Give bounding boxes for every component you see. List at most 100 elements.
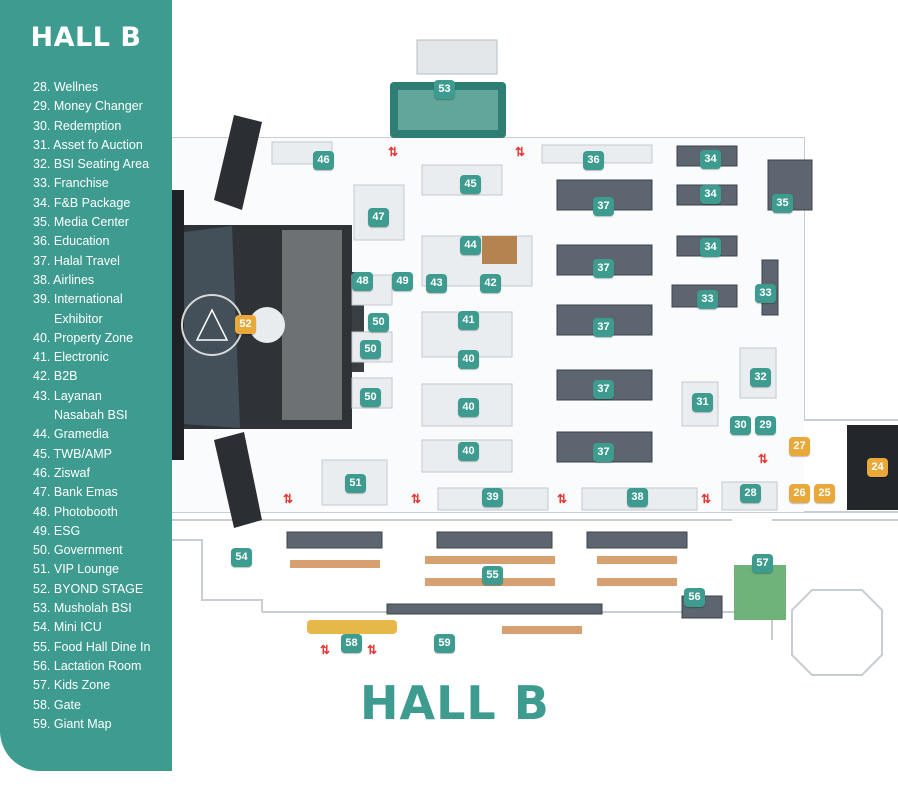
legend-label: Photobooth	[50, 504, 118, 519]
booth-marker[interactable]: 30	[730, 416, 751, 435]
legend-item: 44. Gramedia	[33, 425, 150, 444]
booth-marker[interactable]: 29	[755, 416, 776, 435]
booth-marker[interactable]: 44	[460, 236, 481, 255]
booth-marker[interactable]: 49	[392, 272, 413, 291]
booth-marker[interactable]: 59	[434, 634, 455, 653]
booth-marker[interactable]: 40	[458, 442, 479, 461]
legend-number: 47.	[33, 485, 51, 500]
legend-label: BYOND STAGE	[50, 581, 144, 596]
booth-marker[interactable]: 34	[700, 185, 721, 204]
entry-arrow-icon: ⇅	[701, 492, 711, 506]
booth-marker[interactable]: 48	[352, 272, 373, 291]
legend-item: 55. Food Hall Dine In	[33, 638, 150, 657]
booth-marker[interactable]: 37	[593, 443, 614, 462]
entry-arrow-icon: ⇅	[515, 145, 525, 159]
legend-item: 30. Redemption	[33, 117, 150, 136]
booth-marker[interactable]: 45	[460, 175, 481, 194]
booth-marker[interactable]: 57	[752, 554, 773, 573]
booth-marker[interactable]: 42	[480, 274, 501, 293]
legend-item: 29. Money Changer	[33, 97, 150, 116]
legend-label: Food Hall Dine In	[50, 639, 151, 654]
booth-marker[interactable]: 50	[360, 340, 381, 359]
booth-marker[interactable]: 46	[313, 151, 334, 170]
booth-marker[interactable]: 56	[684, 588, 705, 607]
legend-item: 33. Franchise	[33, 174, 150, 193]
legend-number: 53.	[33, 601, 51, 616]
legend-number: 57.	[33, 678, 51, 693]
booth-marker[interactable]: 31	[692, 393, 713, 412]
legend-item: 53. Musholah BSI	[33, 599, 150, 618]
booth-marker[interactable]: 33	[697, 290, 718, 309]
booth-marker[interactable]: 35	[772, 194, 793, 213]
legend-number: 46.	[33, 465, 51, 480]
legend-item-continued: Nasabah BSI	[54, 408, 128, 423]
stage-wall	[172, 190, 184, 460]
entry-arrow-icon: ⇅	[388, 145, 398, 159]
booth-marker[interactable]: 37	[593, 197, 614, 216]
booth-marker[interactable]: 37	[593, 318, 614, 337]
legend-label: Airlines	[50, 272, 95, 287]
booth-marker[interactable]: 24	[867, 458, 888, 477]
booth-marker[interactable]: 41	[458, 311, 479, 330]
legend-item: 34. F&B Package	[33, 194, 150, 213]
booth-marker[interactable]: 51	[345, 474, 366, 493]
booth-marker[interactable]: 37	[593, 380, 614, 399]
booth-marker[interactable]: 40	[458, 350, 479, 369]
booth-marker[interactable]: 25	[814, 484, 835, 503]
booth-marker[interactable]: 50	[360, 388, 381, 407]
entry-arrow-icon: ⇅	[283, 492, 293, 506]
legend-number: 41.	[33, 350, 51, 365]
booth-marker[interactable]: 53	[434, 80, 455, 99]
legend-label: Halal Travel	[50, 253, 120, 268]
booth-marker[interactable]: 36	[583, 151, 604, 170]
legend-item-continued: Exhibitor	[54, 311, 103, 326]
booth-marker[interactable]: 40	[458, 398, 479, 417]
legend-label: Franchise	[50, 176, 109, 191]
legend-number: 39.	[33, 292, 51, 307]
legend-item: 28. Wellnes	[33, 78, 150, 97]
legend-number: 51.	[33, 562, 51, 577]
stage-screen-bottom	[214, 432, 262, 528]
legend-label: Education	[50, 234, 110, 249]
booth-marker[interactable]: 28	[740, 484, 761, 503]
legend-number: 34.	[33, 195, 51, 210]
booth-marker[interactable]: 34	[700, 150, 721, 169]
booth-marker[interactable]: 27	[789, 437, 810, 456]
legend-number: 45.	[33, 446, 51, 461]
booth-marker[interactable]: 52	[235, 315, 256, 334]
legend-label: Electronic	[50, 350, 109, 365]
booth-marker[interactable]: 34	[700, 238, 721, 257]
entry-arrow-icon: ⇅	[758, 452, 768, 466]
legend-number: 28.	[33, 80, 51, 94]
booth-marker[interactable]: 37	[593, 259, 614, 278]
legend-number: 35.	[33, 215, 51, 230]
booth-marker[interactable]: 55	[482, 566, 503, 585]
booth-marker[interactable]: 43	[426, 274, 447, 293]
legend-item: 58. Gate	[33, 696, 150, 715]
legend-number: 56.	[33, 658, 51, 673]
booth-marker[interactable]: 54	[231, 548, 252, 567]
booth-marker[interactable]: 39	[482, 488, 503, 507]
legend-item: 42. B2B	[33, 367, 150, 386]
booth-marker[interactable]: 58	[341, 634, 362, 653]
booth-marker[interactable]: 33	[755, 284, 776, 303]
legend-item: 48. Photobooth	[33, 503, 150, 522]
entry-arrow-icon: ⇅	[320, 643, 330, 657]
legend-number: 49.	[33, 523, 51, 538]
legend-label: Kids Zone	[50, 678, 111, 693]
legend-number: 37.	[33, 253, 51, 268]
legend-item: 39. International	[33, 290, 150, 309]
booth-marker[interactable]: 47	[368, 208, 389, 227]
legend-item: 31. Asset fo Auction	[33, 136, 150, 155]
booth-marker[interactable]: 38	[627, 488, 648, 507]
booth-marker[interactable]: 26	[789, 484, 810, 503]
booth-marker[interactable]: 50	[368, 313, 389, 332]
legend-item: 40. Property Zone	[33, 329, 150, 348]
legend-number: 33.	[33, 176, 51, 191]
legend-item: 43. Layanan	[33, 387, 150, 406]
legend-label: Ziswaf	[50, 465, 90, 480]
booth-marker[interactable]: 32	[750, 368, 771, 387]
legend-label: Media Center	[50, 215, 129, 230]
